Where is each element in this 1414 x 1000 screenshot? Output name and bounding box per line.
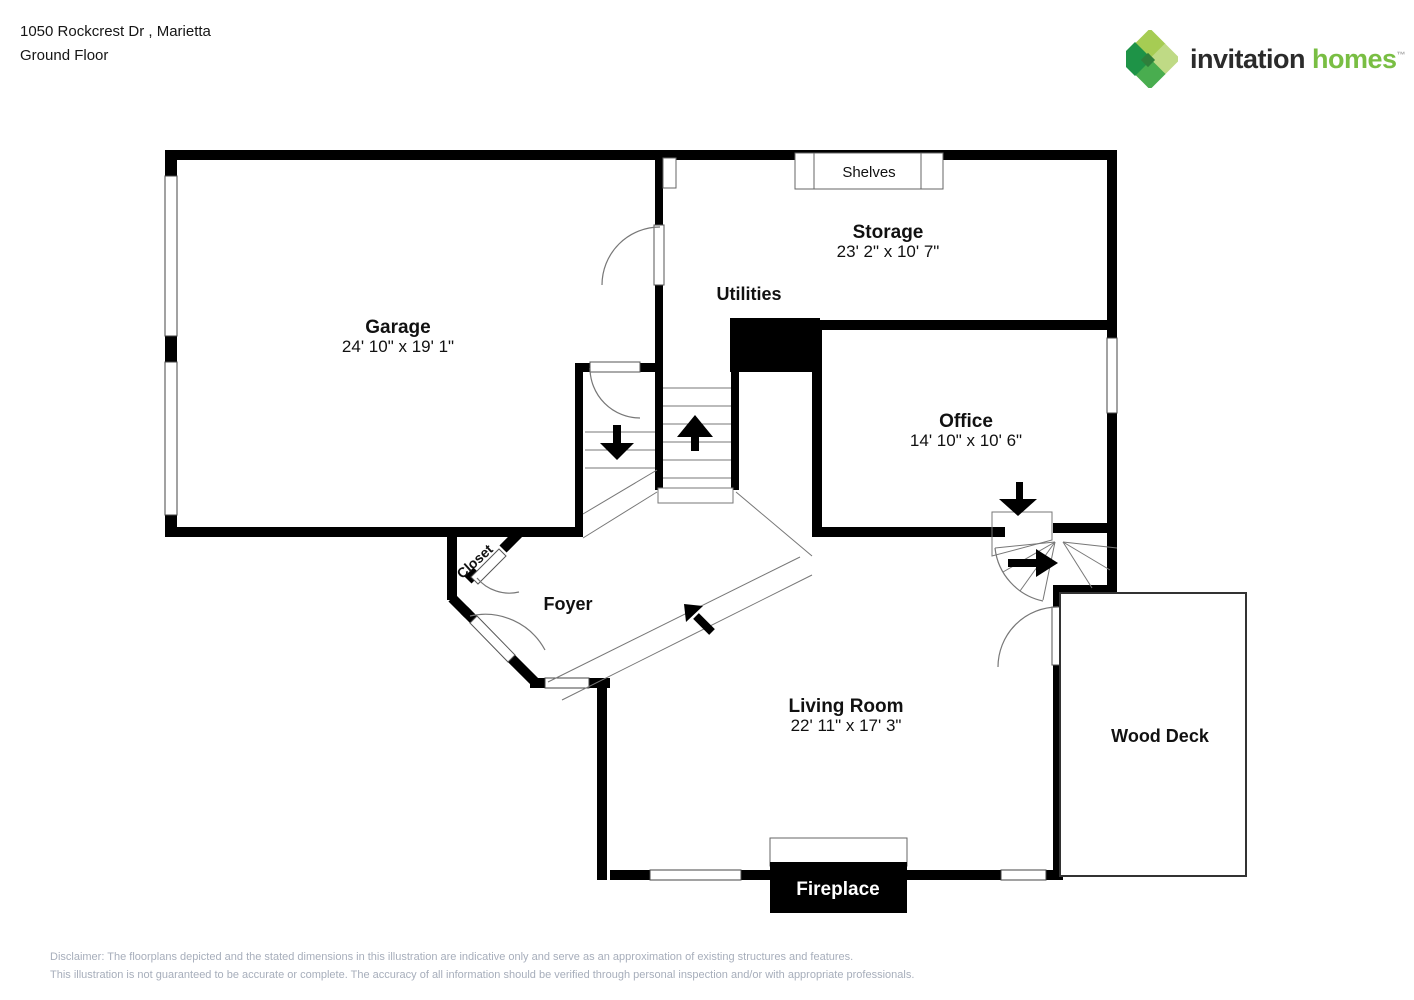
brand-word-invitation: invitation xyxy=(1190,43,1306,74)
foyer-window xyxy=(544,677,590,689)
stairs-up-arrow-icon xyxy=(677,415,713,451)
garage-storage-door xyxy=(653,224,665,286)
foyer-opening-line xyxy=(561,574,813,701)
hearth xyxy=(769,837,908,867)
disclaimer: Disclaimer: The floorplans depicted and … xyxy=(50,948,914,984)
fireplace-label: Fireplace xyxy=(796,879,879,900)
shelves-label-bg xyxy=(828,156,912,183)
storage-dims: 23' 2" x 10' 7" xyxy=(837,242,940,261)
utilities-label: Utilities xyxy=(716,284,781,304)
direction-arrows xyxy=(600,415,1058,635)
living-room-label: Living Room xyxy=(788,696,903,717)
winder-right-arrow-icon xyxy=(1008,549,1058,577)
windows xyxy=(164,175,1118,881)
stair-hall-door xyxy=(589,361,641,373)
front-door xyxy=(469,615,516,663)
entry-direction-arrow-icon xyxy=(684,604,715,635)
garage-door-panel xyxy=(164,361,178,516)
winder-landing xyxy=(991,511,1053,557)
fixtures xyxy=(662,152,1247,913)
trademark-mark: ™ xyxy=(1396,49,1406,60)
invitation-homes-logo-icon xyxy=(1126,30,1178,88)
storage-label: Storage xyxy=(853,222,924,243)
garage-label: Garage xyxy=(365,317,430,338)
brand-word-homes: homes xyxy=(1312,43,1397,74)
living-room-window xyxy=(649,869,742,881)
wood-deck-outline xyxy=(1059,592,1247,877)
walls xyxy=(165,150,1117,880)
living-room-dims: 22' 11" x 17' 3" xyxy=(791,716,902,735)
header: 1050 Rockcrest Dr , Marietta Ground Floo… xyxy=(20,20,211,68)
office-window xyxy=(1106,337,1118,414)
wood-deck-label: Wood Deck xyxy=(1111,726,1210,746)
closet-door xyxy=(470,548,507,585)
garage-door-panel xyxy=(164,175,178,337)
disclaimer-line-2: This illustration is not guaranteed to b… xyxy=(50,969,915,981)
foyer-opening-line xyxy=(547,556,801,683)
floor-label: Ground Floor xyxy=(20,47,109,64)
address-text: 1050 Rockcrest Dr , Marietta xyxy=(20,23,211,40)
room-labels: Garage 24' 10" x 19' 1" Storage 23' 2" x… xyxy=(342,164,1210,900)
office-label: Office xyxy=(939,411,993,432)
stairs-down-arrow-icon xyxy=(600,425,634,460)
disclaimer-line-1: Disclaimer: The floorplans depicted and … xyxy=(50,951,854,963)
foyer-label: Foyer xyxy=(543,594,592,614)
fireplace-box xyxy=(770,862,907,913)
stair-landing xyxy=(657,487,734,504)
utility-chase-block xyxy=(730,318,820,372)
wall-shelf xyxy=(662,157,677,189)
office-dims: 14' 10" x 10' 6" xyxy=(910,431,1022,450)
shelves-label: Shelves xyxy=(842,164,895,181)
living-room-window xyxy=(1000,869,1047,881)
office-down-arrow-icon xyxy=(999,482,1037,516)
garage-dims: 24' 10" x 19' 1" xyxy=(342,337,454,356)
stairs xyxy=(547,387,1118,701)
